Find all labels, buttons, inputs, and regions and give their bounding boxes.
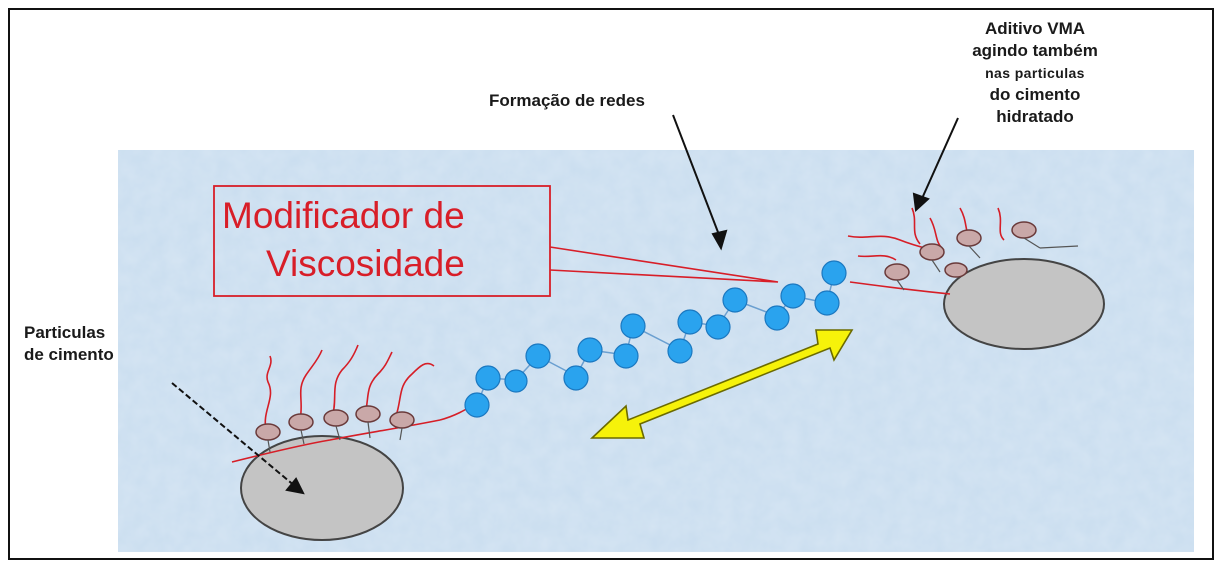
- modifier-line-2: Viscosidade: [266, 243, 465, 284]
- additive-line-5: hidratado: [996, 107, 1074, 126]
- adsorbed-heads-left: [255, 405, 415, 441]
- label-network-formation: Formação de redes: [489, 91, 645, 110]
- viscosity-modifier-box: Modificador de Viscosidade: [214, 186, 550, 296]
- cement-particle-left: [240, 435, 404, 541]
- cement-particle-right: [943, 258, 1105, 350]
- particles-line-1: Particulas: [24, 323, 106, 342]
- pointer-arrows: [171, 114, 959, 495]
- polymer-beads: [464, 260, 847, 418]
- label-cement-particles: Particulas de cimento: [24, 322, 114, 366]
- modifier-line-1: Modificador de: [222, 195, 465, 236]
- adsorbed-heads-right: [884, 221, 1037, 281]
- double-arrow-yellow: [589, 329, 854, 439]
- additive-line-2: agindo também: [972, 41, 1098, 60]
- additive-line-3: nas particulas: [985, 65, 1085, 81]
- head-stems-right: [896, 237, 1079, 291]
- additive-line-4: do cimento: [989, 85, 1081, 104]
- particles-line-2: de cimento: [24, 345, 114, 364]
- additive-line-1: Aditivo VMA: [984, 19, 1086, 38]
- label-additive-vma: Aditivo VMA agindo também nas particulas…: [950, 18, 1120, 128]
- modifier-callout: [213, 185, 779, 297]
- head-stems-left: [267, 421, 403, 453]
